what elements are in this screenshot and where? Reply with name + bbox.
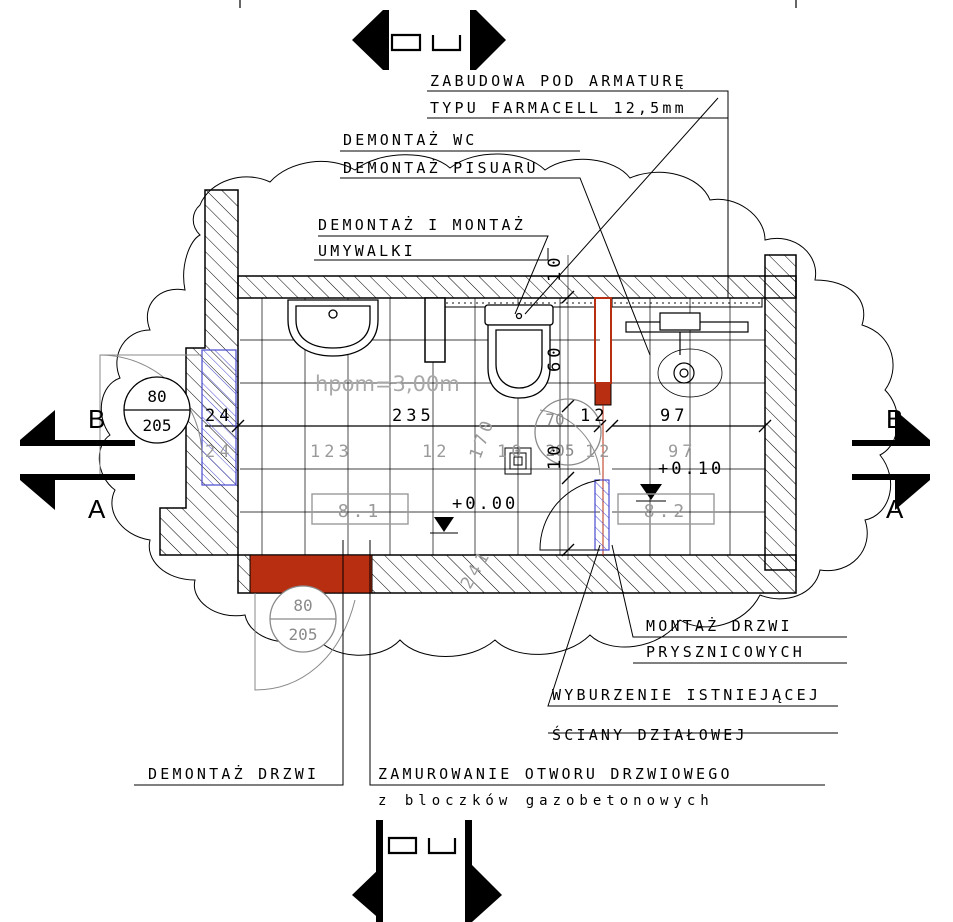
dim-235: 235 <box>392 406 435 426</box>
section-marker-cd-top <box>352 10 506 70</box>
dim-60: 60 <box>545 344 565 372</box>
room-number-2: 8.2 <box>644 501 689 522</box>
level-1: +0.00 <box>452 494 518 514</box>
section-marker-ab-right <box>852 410 930 510</box>
section-letter-a-right: A <box>886 494 904 524</box>
dim-12c: 12 <box>585 442 613 462</box>
leader-lines <box>134 90 847 786</box>
section-letter-a-left: A <box>88 494 106 524</box>
label-zamurowanie-1: ZAMUROWANIE OTWORU DRZWIOWEGO <box>378 765 733 783</box>
dimension-ticks <box>231 255 772 560</box>
dim-97a: 97 <box>660 406 688 426</box>
label-zabudowa-1: ZABUDOWA POD ARMATURĘ <box>430 72 687 90</box>
label-zabudowa-2: TYPU FARMACELL 12,5mm <box>430 99 687 117</box>
section-letter-b-left: B <box>88 404 105 434</box>
door-bottom-height: 205 <box>289 625 318 644</box>
dim-10a: 10 <box>497 442 525 462</box>
door-center-width: 70 <box>545 410 564 429</box>
dim-97b: 97 <box>668 442 696 462</box>
label-demontaz-drzwi: DEMONTAŻ DRZWI <box>148 764 319 783</box>
label-demontaz-wc: DEMONTAŻ WC <box>343 130 478 149</box>
new-walls <box>201 349 610 551</box>
level-2: +0.10 <box>658 459 724 479</box>
section-marker-cd-bottom <box>352 820 502 922</box>
label-wyburzenie-2: ŚCIANY DZIAŁOWEJ <box>552 725 748 744</box>
dim-170: 170 <box>466 415 499 462</box>
door-circles <box>123 376 602 653</box>
washbasin <box>287 299 379 357</box>
dim-12b: 12 <box>580 406 608 426</box>
door-left-width: 80 <box>147 387 166 406</box>
dim-24-bottom: 24 <box>205 442 233 462</box>
level-markers <box>430 484 666 534</box>
room-height: hpom=3,00m <box>315 372 460 396</box>
label-zamurowanie-2: z bloczków gazobetonowych <box>378 793 714 809</box>
label-montaz-drzwi-2: PRYSZNICOWYCH <box>646 643 805 661</box>
dim-24-top: 24 <box>205 406 233 426</box>
dim-10c: 10 <box>545 442 565 470</box>
room-number-1: 8.1 <box>338 501 383 522</box>
floor-drain <box>504 447 532 475</box>
wc <box>484 304 554 399</box>
section-letter-b-right: B <box>886 404 903 434</box>
revision-cloud <box>98 153 899 657</box>
section-marker-ab-left <box>20 410 135 510</box>
door-bottom-width: 80 <box>293 596 312 615</box>
dim-10b: 10 <box>545 254 565 282</box>
label-demontaz-pisuaru: DEMONTAŻ PISUARU <box>343 158 539 177</box>
walls <box>159 189 797 594</box>
label-wyburzenie-1: WYBURZENIE ISTNIEJĄCEJ <box>552 686 821 704</box>
dim-12a: 12 <box>422 442 450 462</box>
door-left-height: 205 <box>143 416 172 435</box>
dim-123: 123 <box>310 442 353 462</box>
label-montaz-drzwi-1: MONTAŻ DRZWI <box>646 616 793 635</box>
door-center-height: 205 <box>546 441 575 460</box>
label-umywalka-1: DEMONTAŻ I MONTAŻ <box>318 215 526 234</box>
shower <box>625 312 749 398</box>
frame-ticks <box>239 0 797 8</box>
label-umywalka-2: UMYWALKI <box>318 242 416 260</box>
room-boxes <box>311 493 715 525</box>
